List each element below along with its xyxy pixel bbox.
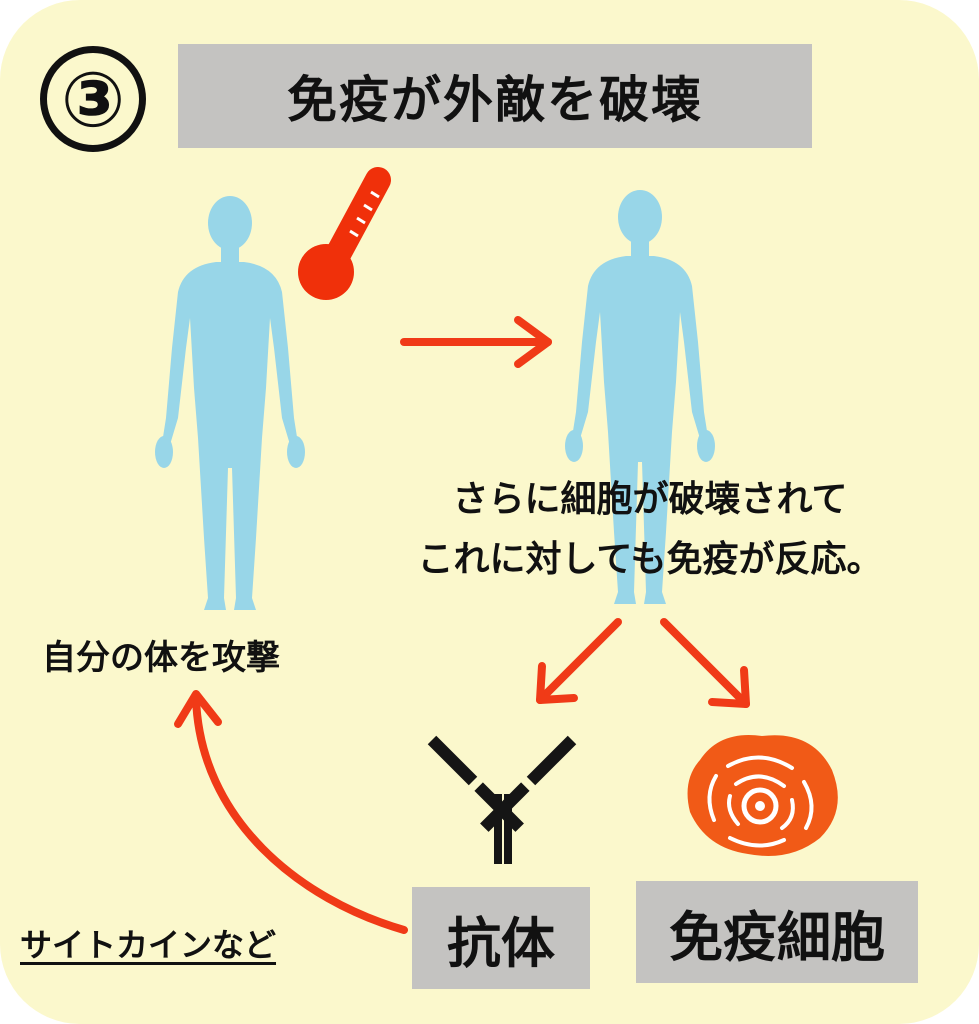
thermometer-icon: [298, 167, 391, 300]
description-text: さらに細胞が破壊されて これに対しても免疫が反応。: [370, 470, 930, 590]
antibody-label: 抗体: [412, 887, 590, 989]
transition-arrow: [400, 316, 552, 368]
feedback-arrow: [174, 690, 408, 934]
description-line: さらに細胞が破壊されて: [452, 479, 848, 520]
immune-cell-icon: [687, 735, 838, 856]
cytokine-label: サイトカインなど: [20, 926, 277, 964]
antibody-icon: [427, 735, 577, 864]
diagram-title: 免疫が外敵を破壊: [178, 44, 812, 148]
immune-cell-label: 免疫細胞: [636, 881, 918, 983]
arrow-to-antibody: [536, 618, 622, 704]
step-number-badge: ③: [40, 46, 146, 152]
attack-self-caption: 自分の体を攻撃: [42, 638, 280, 678]
arrow-to-immune-cell: [660, 618, 750, 708]
human-body-icon: [155, 196, 305, 610]
description-line: これに対しても免疫が反応。: [417, 539, 883, 580]
